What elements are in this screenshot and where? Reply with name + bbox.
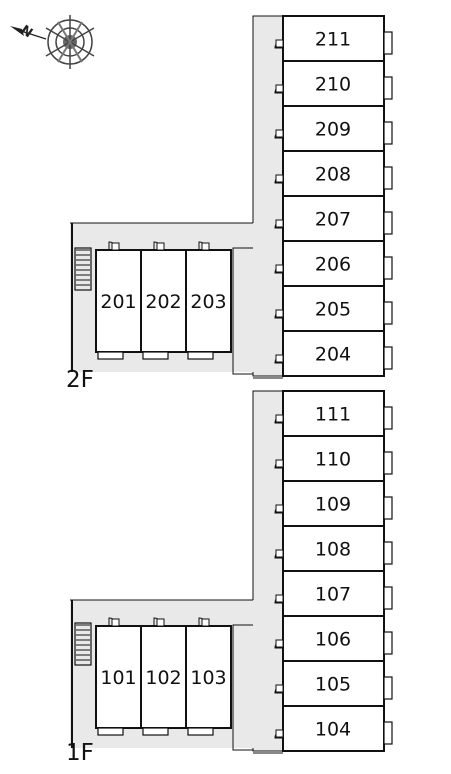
room-label: 202 xyxy=(145,291,181,313)
room-label: 102 xyxy=(145,667,181,689)
room-label: 111 xyxy=(315,404,351,426)
balcony-110 xyxy=(383,451,393,475)
room-label: 210 xyxy=(315,74,351,96)
stair-icon xyxy=(74,622,92,666)
balcony-210 xyxy=(383,76,393,100)
wing-area-edge xyxy=(232,624,254,751)
column-corridor xyxy=(252,390,284,752)
room-label: 211 xyxy=(315,29,351,51)
room-label: 204 xyxy=(315,344,351,366)
stair-icon xyxy=(74,247,92,291)
room-label: 107 xyxy=(315,584,351,606)
compass-north-label: N xyxy=(18,23,36,42)
room-110 xyxy=(282,435,385,482)
room-208 xyxy=(282,150,385,197)
balcony-104 xyxy=(383,721,393,745)
room-label: 205 xyxy=(315,299,351,321)
room-label: 206 xyxy=(315,254,351,276)
balcony-111 xyxy=(383,406,393,430)
balcony-106 xyxy=(383,631,393,655)
balcony-105 xyxy=(383,676,393,700)
balcony-109 xyxy=(383,496,393,520)
room-label: 208 xyxy=(315,164,351,186)
balcony-203 xyxy=(187,351,214,360)
room-107 xyxy=(282,570,385,617)
column-corridor xyxy=(252,15,284,377)
room-label: 207 xyxy=(315,209,351,231)
balcony-107 xyxy=(383,586,393,610)
room-206 xyxy=(282,240,385,287)
room-label: 105 xyxy=(315,674,351,696)
balcony-202 xyxy=(142,351,169,360)
floor-2f: 211 210 209 208 207 206 205 204 201 202 203 xyxy=(70,15,393,379)
room-211 xyxy=(282,15,385,62)
room-label: 201 xyxy=(100,291,136,313)
balcony-206 xyxy=(383,256,393,280)
room-label: 203 xyxy=(190,291,226,313)
room-207 xyxy=(282,195,385,242)
room-label: 108 xyxy=(315,539,351,561)
balcony-101 xyxy=(97,727,124,736)
room-label: 104 xyxy=(315,719,351,741)
room-204 xyxy=(282,330,385,377)
compass-rose-icon xyxy=(10,15,95,69)
balcony-108 xyxy=(383,541,393,565)
balcony-204 xyxy=(383,346,393,370)
room-label: 109 xyxy=(315,494,351,516)
room-label: 106 xyxy=(315,629,351,651)
floor-label-1f: 1F xyxy=(66,740,94,766)
balcony-201 xyxy=(97,351,124,360)
balcony-205 xyxy=(383,301,393,325)
room-111 xyxy=(282,390,385,437)
balcony-209 xyxy=(383,121,393,145)
room-203 xyxy=(185,249,232,353)
room-label: 103 xyxy=(190,667,226,689)
room-label: 209 xyxy=(315,119,351,141)
balcony-211 xyxy=(383,31,393,55)
balcony-207 xyxy=(383,211,393,235)
balcony-208 xyxy=(383,166,393,190)
room-label: 101 xyxy=(100,667,136,689)
wing-area-edge xyxy=(232,247,254,376)
floor-1f: 111 110 109 108 107 106 105 104 101 102 103 xyxy=(70,390,393,754)
balcony-102 xyxy=(142,727,169,736)
room-label: 110 xyxy=(315,449,351,471)
balcony-103 xyxy=(187,727,214,736)
floor-label-2f: 2F xyxy=(66,367,94,393)
